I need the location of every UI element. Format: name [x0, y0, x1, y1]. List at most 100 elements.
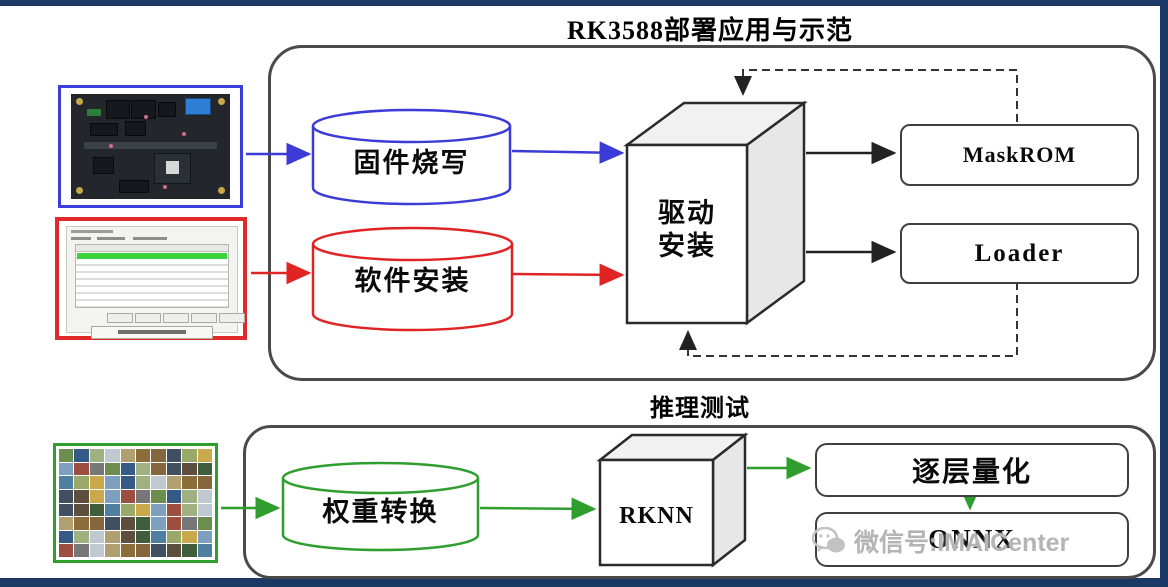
dataset-thumbnail — [182, 489, 197, 503]
dataset-thumbnail — [135, 489, 151, 503]
dataset-thumbnail — [105, 449, 120, 462]
dataset-thumbnail — [135, 544, 151, 557]
dataset-thumbnail — [182, 530, 197, 544]
rk3588-board-image — [58, 85, 243, 208]
weight-label: 权重转换 — [322, 497, 439, 527]
inference-section-container — [243, 425, 1156, 579]
dataset-thumbnail — [120, 462, 135, 476]
dataset-thumbnail — [59, 517, 74, 530]
dataset-thumbnail — [59, 544, 74, 557]
dataset-thumbnail — [89, 489, 105, 503]
dataset-thumbnail — [74, 544, 89, 557]
firmware-label: 固件烧写 — [353, 148, 470, 178]
dataset-thumbnail — [197, 489, 212, 503]
dataset-thumbnail — [74, 503, 89, 517]
dataset-thumbnail — [120, 544, 135, 557]
maskrom-node: MaskROM — [900, 124, 1139, 186]
driver-label: 驱动 安装 — [658, 198, 716, 261]
tool-window — [66, 226, 245, 339]
dataset-thumbnail — [197, 517, 212, 530]
inference-section-title: 推理测试 — [650, 396, 750, 422]
dataset-thumbnail — [135, 503, 151, 517]
status-bar — [91, 326, 213, 339]
wechat-icon — [812, 527, 845, 553]
dataset-thumbnail — [166, 530, 182, 544]
dataset-thumbnail — [120, 476, 135, 489]
onnx-node: ONNX — [815, 512, 1129, 567]
dataset-thumbnail — [197, 544, 212, 557]
dataset-thumbnail — [197, 476, 212, 489]
deployment-section-title: RK3588部署应用与示范 — [566, 16, 853, 45]
dataset-thumbnail — [182, 476, 197, 489]
dataset-thumbnail — [89, 517, 105, 530]
dataset-thumbnail — [151, 544, 166, 557]
dataset-thumbnail — [182, 544, 197, 557]
dataset-thumbnail — [105, 462, 120, 476]
dataset-thumbnail — [182, 462, 197, 476]
dataset-thumbnail — [151, 462, 166, 476]
dataset-thumbnail — [166, 503, 182, 517]
dataset-thumbnail — [182, 449, 197, 462]
dataset-grid — [59, 449, 212, 557]
watermark-text: 微信号:IMAICenter — [854, 529, 1070, 557]
dataset-thumbnail — [89, 544, 105, 557]
dataset-thumbnail — [89, 449, 105, 462]
dataset-thumbnail — [166, 489, 182, 503]
dataset-thumbnail — [105, 517, 120, 530]
dataset-thumbnail — [120, 489, 135, 503]
dataset-thumbnail — [166, 462, 182, 476]
dataset-thumbnail — [182, 503, 197, 517]
dataset-thumbnail — [135, 476, 151, 489]
dataset-thumbnail — [166, 476, 182, 489]
dataset-thumbnail — [182, 517, 197, 530]
onnx-label: ONNX — [928, 524, 1016, 554]
dataset-thumbnail — [120, 503, 135, 517]
dataset-thumbnail — [105, 476, 120, 489]
highlighted-row — [77, 253, 227, 259]
dataset-thumbnail — [105, 530, 120, 544]
dataset-thumbnail — [74, 489, 89, 503]
dataset-thumbnail — [151, 517, 166, 530]
dataset-thumbnail — [151, 489, 166, 503]
dataset-thumbnail — [89, 462, 105, 476]
dataset-thumbnail — [120, 449, 135, 462]
dataset-thumbnail — [59, 489, 74, 503]
calibration-dataset-image — [53, 443, 218, 563]
dataset-thumbnail — [74, 462, 89, 476]
dataset-thumbnail — [74, 517, 89, 530]
flash-tool-window-image — [55, 217, 247, 340]
dataset-thumbnail — [151, 449, 166, 462]
dataset-thumbnail — [59, 503, 74, 517]
dataset-thumbnail — [135, 530, 151, 544]
dataset-thumbnail — [197, 462, 212, 476]
software-label: 软件安装 — [354, 266, 471, 296]
dataset-thumbnail — [197, 530, 212, 544]
dataset-thumbnail — [59, 449, 74, 462]
dataset-thumbnail — [135, 517, 151, 530]
watermark: 微信号:IMAICenter — [812, 524, 1160, 558]
pcb-photo — [71, 94, 230, 199]
loader-node: Loader — [900, 223, 1139, 284]
deployment-section-container — [268, 45, 1156, 381]
frame-bottom-border — [0, 578, 1168, 587]
device-table — [75, 244, 229, 308]
dataset-thumbnail — [89, 476, 105, 489]
dataset-thumbnail — [105, 544, 120, 557]
dataset-thumbnail — [74, 530, 89, 544]
dataset-thumbnail — [59, 462, 74, 476]
quantization-label: 逐层量化 — [911, 457, 1032, 488]
frame-right-border — [1160, 0, 1168, 587]
dataset-thumbnail — [105, 489, 120, 503]
dataset-thumbnail — [135, 449, 151, 462]
quantization-node: 逐层量化 — [815, 443, 1129, 497]
frame-top-border — [0, 0, 1168, 6]
dataset-thumbnail — [59, 530, 74, 544]
dataset-thumbnail — [74, 449, 89, 462]
rknn-label: RKNN — [619, 503, 694, 529]
dataset-thumbnail — [151, 476, 166, 489]
dataset-thumbnail — [151, 530, 166, 544]
board-blue-connector — [185, 98, 212, 115]
dataset-thumbnail — [89, 530, 105, 544]
dataset-thumbnail — [74, 476, 89, 489]
